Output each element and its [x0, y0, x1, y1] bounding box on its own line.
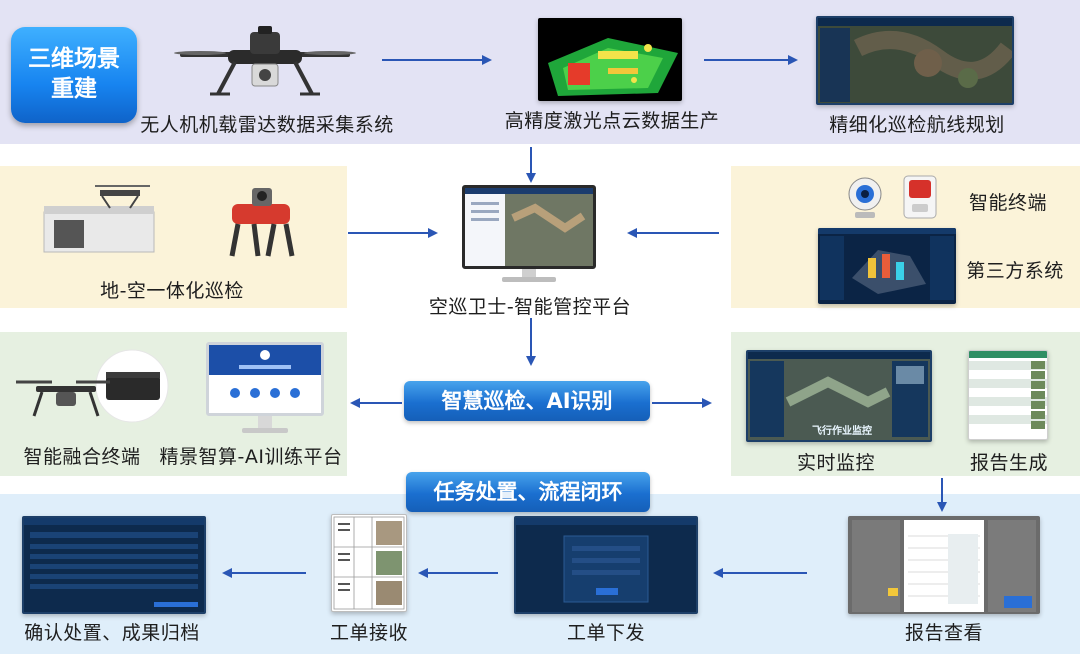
route-planning-screenshot [816, 16, 1014, 105]
arrow-down-icon [526, 318, 536, 366]
task-closure-banner-text: 任务处置、流程闭环 [433, 480, 623, 504]
title-box: 三维场景 重建 [11, 27, 137, 123]
platform-caption: 空巡卫士-智能管控平台 [428, 296, 632, 318]
pointcloud-caption: 高精度激光点云数据生产 [504, 110, 720, 132]
ground-air-caption: 地-空一体化巡检 [100, 280, 244, 302]
task-closure-banner: 任务处置、流程闭环 [406, 472, 650, 512]
realtime-monitor-caption: 实时监控 [796, 452, 876, 474]
arrow-right-icon [348, 228, 438, 238]
report-generation-caption: 报告生成 [969, 452, 1049, 474]
alarm-terminal-icon [903, 175, 937, 219]
realtime-monitor-screenshot: 飞行作业监控 [746, 350, 932, 442]
confirm-archive-caption: 确认处置、成果归档 [24, 622, 200, 644]
lidar-drone-icon [174, 26, 356, 96]
report-view-caption: 报告查看 [904, 622, 984, 644]
arrow-left-icon [350, 398, 402, 408]
robot-dog-icon [229, 188, 295, 257]
ai-platform-caption: 精景智算-AI训练平台 [159, 446, 343, 468]
arrow-right-icon [704, 55, 798, 65]
platform-monitor [462, 185, 596, 283]
camera-terminal-icon [848, 177, 882, 218]
smart-inspection-banner: 智慧巡检、AI识别 [404, 381, 650, 421]
work-order-dispatch-screenshot [514, 516, 698, 614]
arrow-right-icon [652, 398, 712, 408]
arrow-down-icon [526, 147, 536, 183]
third-party-screenshot [818, 228, 956, 304]
smart-inspection-banner-text: 智慧巡检、AI识别 [441, 389, 613, 413]
fusion-terminal-caption: 智能融合终端 [23, 446, 141, 468]
route-planning-caption: 精细化巡检航线规划 [829, 114, 1005, 136]
confirm-archive-screenshot [22, 516, 206, 614]
smart-terminal-label: 智能终端 [968, 192, 1048, 214]
work-order-receive-screenshot [331, 514, 407, 612]
fusion-terminal-icon [16, 349, 169, 423]
title-line-2: 重建 [51, 76, 97, 102]
arrow-left-icon [418, 568, 498, 578]
drone-lidar-caption: 无人机机载雷达数据采集系统 [140, 114, 394, 136]
third-party-label: 第三方系统 [966, 260, 1064, 282]
ai-platform-monitor [206, 342, 324, 438]
arrow-left-icon [222, 568, 306, 578]
title-line-1: 三维场景 [28, 46, 120, 73]
arrow-right-icon [382, 55, 492, 65]
work-order-dispatch-caption: 工单下发 [566, 622, 646, 644]
report-generation-screenshot [968, 350, 1048, 440]
drone-hangar-icon [43, 185, 155, 253]
arrow-left-icon [713, 568, 807, 578]
monitor-overlay-text: 飞行作业监控 [812, 426, 872, 437]
arrow-down-icon [937, 478, 947, 512]
report-view-screenshot [848, 516, 1040, 614]
pointcloud-image [538, 18, 682, 101]
work-order-receive-caption: 工单接收 [329, 622, 409, 644]
arrow-left-icon [627, 228, 719, 238]
